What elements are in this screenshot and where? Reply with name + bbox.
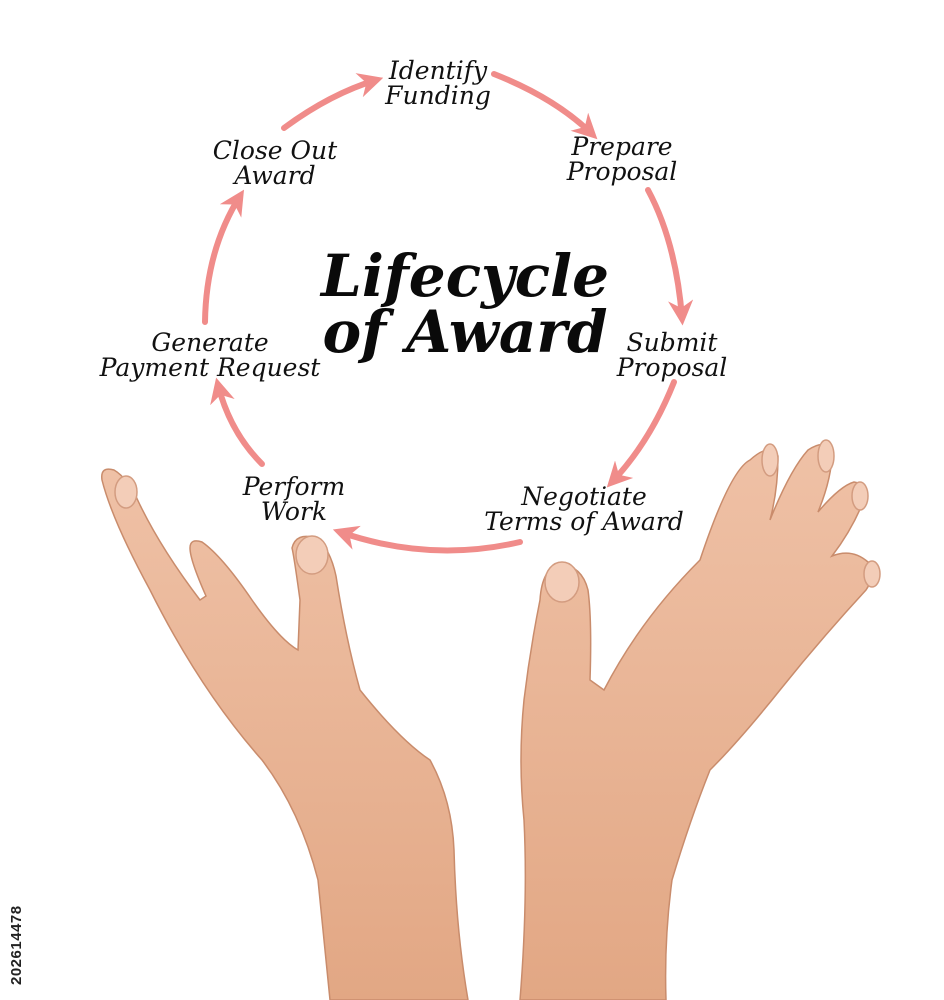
step-submit-proposal: Submit Proposal: [606, 330, 738, 380]
step-line: Funding: [385, 81, 491, 110]
left-hand-icon: [101, 468, 469, 1000]
diagram-title-line-2: of Award: [322, 298, 608, 366]
step-line: Terms of Award: [484, 507, 684, 536]
arrow-to-prepare-proposal: [491, 71, 598, 140]
arrow-to-identify-funding: [281, 73, 384, 131]
right-hand-icon: [519, 443, 874, 1000]
left-fingernail-icon: [114, 475, 138, 509]
diagram-title: Lifecycle of Award: [300, 242, 630, 366]
arrow-to-negotiate-terms: [606, 379, 677, 488]
diagram-title-line-1: Lifecycle: [321, 242, 609, 310]
stock-image-id: 202614478: [8, 905, 25, 985]
right-fingernail-1-icon: [761, 443, 779, 477]
step-line: Work: [260, 497, 328, 526]
arrow-to-submit-proposal: [645, 187, 694, 326]
step-prepare-proposal: Prepare Proposal: [556, 134, 688, 184]
step-line: Identify: [388, 56, 488, 85]
right-fingernail-4-icon: [863, 560, 881, 588]
step-generate-payment-request: Generate Payment Request: [96, 330, 324, 380]
step-line: Close Out: [212, 136, 338, 165]
step-line: Perform: [242, 472, 346, 501]
right-fingernail-2-icon: [817, 439, 835, 473]
step-perform-work: Perform Work: [232, 474, 356, 524]
step-line: Generate: [151, 328, 269, 357]
cycle-arrows: [202, 71, 694, 554]
step-close-out-award: Close Out Award: [200, 138, 350, 188]
right-thumbnail-icon: [544, 561, 580, 603]
arrow-to-generate-payment-request: [210, 377, 265, 467]
step-line: Submit: [626, 328, 718, 357]
arrow-to-close-out-award: [202, 189, 245, 325]
right-fingernail-3-icon: [851, 481, 869, 511]
step-line: Award: [234, 161, 316, 190]
step-line: Proposal: [616, 353, 728, 382]
step-line: Negotiate: [521, 482, 647, 511]
step-line: Prepare: [571, 132, 673, 161]
step-line: Proposal: [566, 157, 678, 186]
step-identify-funding: Identify Funding: [376, 58, 500, 108]
arrow-to-perform-work: [332, 525, 523, 554]
left-thumbnail-icon: [295, 535, 329, 575]
two-open-hands-icon: [101, 439, 881, 1000]
step-line: Payment Request: [99, 353, 321, 382]
step-negotiate-terms: Negotiate Terms of Award: [476, 484, 692, 534]
